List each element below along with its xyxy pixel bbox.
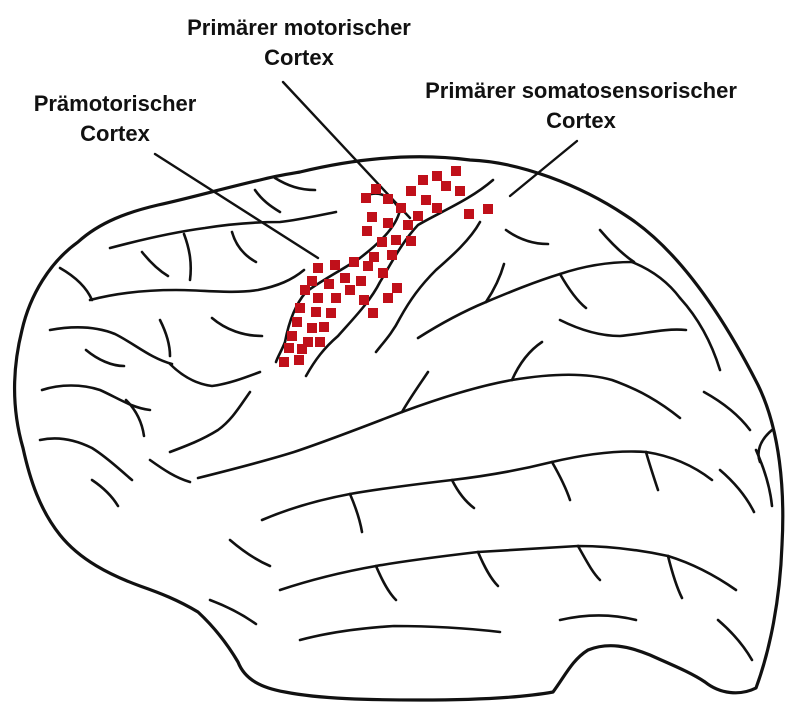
square-marker xyxy=(421,195,431,205)
square-marker xyxy=(455,186,465,196)
square-marker xyxy=(284,343,294,353)
square-marker xyxy=(359,295,369,305)
square-marker xyxy=(361,193,371,203)
square-marker xyxy=(383,293,393,303)
square-marker xyxy=(315,337,325,347)
square-marker xyxy=(349,257,359,267)
square-marker xyxy=(362,226,372,236)
square-marker xyxy=(368,308,378,318)
label-primary-motor-line2: Cortex xyxy=(134,43,464,73)
square-marker xyxy=(295,303,305,313)
square-marker xyxy=(406,236,416,246)
square-marker xyxy=(451,166,461,176)
label-somatosensory-line2: Cortex xyxy=(380,106,782,136)
square-marker xyxy=(383,218,393,228)
square-marker xyxy=(383,194,393,204)
label-premotor-cortex: Prämotorischer Cortex xyxy=(0,89,230,149)
square-marker xyxy=(356,276,366,286)
square-marker xyxy=(483,204,493,214)
square-marker xyxy=(406,186,416,196)
intraparietal-sulcus xyxy=(418,262,632,338)
label-premotor-line1: Prämotorischer xyxy=(0,89,230,119)
square-marker xyxy=(367,212,377,222)
square-marker xyxy=(294,355,304,365)
square-marker xyxy=(340,273,350,283)
square-marker xyxy=(413,211,423,221)
square-marker xyxy=(378,268,388,278)
label-premotor-line2: Cortex xyxy=(0,119,230,149)
label-primary-somatosensory-cortex: Primärer somatosensorischer Cortex xyxy=(380,76,782,136)
square-marker xyxy=(403,220,413,230)
square-marker xyxy=(287,331,297,341)
square-marker xyxy=(392,283,402,293)
inferior-frontal-sulcus xyxy=(90,270,304,300)
square-marker xyxy=(369,252,379,262)
square-marker xyxy=(377,237,387,247)
square-marker xyxy=(292,317,302,327)
square-marker xyxy=(432,203,442,213)
square-marker xyxy=(345,285,355,295)
square-marker xyxy=(313,263,323,273)
square-marker xyxy=(326,308,336,318)
square-marker xyxy=(319,322,329,332)
square-marker xyxy=(391,235,401,245)
label-primary-motor-line1: Primärer motorischer xyxy=(134,13,464,43)
square-marker xyxy=(371,184,381,194)
square-marker xyxy=(330,260,340,270)
superior-temporal-sulcus xyxy=(262,451,712,520)
square-marker xyxy=(432,171,442,181)
brain-folds xyxy=(40,178,772,660)
square-marker xyxy=(396,203,406,213)
label-somatosensory-line1: Primärer somatosensorischer xyxy=(380,76,782,106)
square-marker xyxy=(441,181,451,191)
label-primary-motor-cortex: Primärer motorischer Cortex xyxy=(134,13,464,73)
superior-frontal-sulcus xyxy=(110,212,336,248)
square-marker xyxy=(300,285,310,295)
lateral-sulcus xyxy=(198,375,680,478)
square-marker xyxy=(307,276,317,286)
square-marker xyxy=(464,209,474,219)
square-marker xyxy=(363,261,373,271)
square-marker xyxy=(311,307,321,317)
marker-group xyxy=(279,166,493,367)
square-marker xyxy=(313,293,323,303)
square-marker xyxy=(387,250,397,260)
square-marker xyxy=(279,357,289,367)
square-marker xyxy=(307,323,317,333)
square-marker xyxy=(297,344,307,354)
inferior-temporal-sulcus xyxy=(280,546,736,590)
square-marker xyxy=(324,279,334,289)
square-marker xyxy=(418,175,428,185)
square-marker xyxy=(331,293,341,303)
